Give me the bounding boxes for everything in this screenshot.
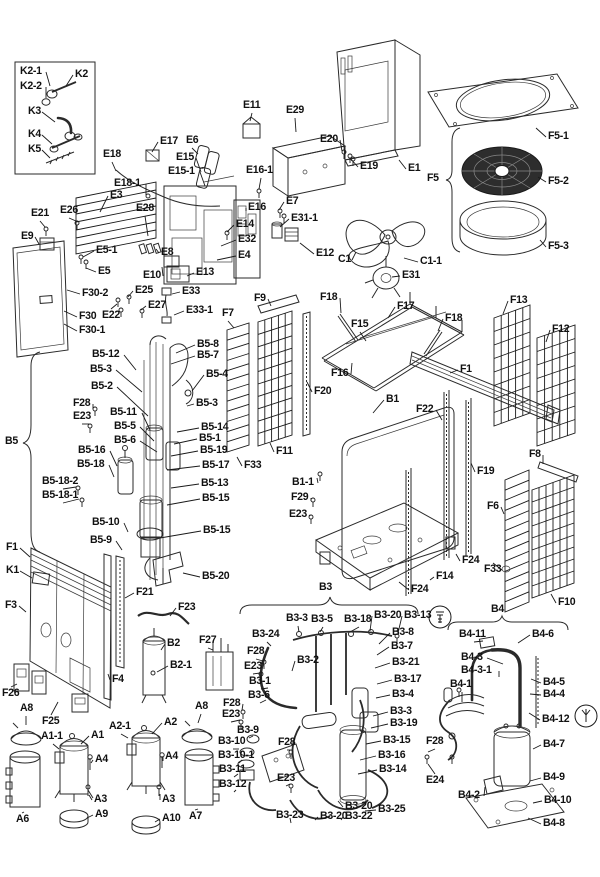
electrical-box-assembly (138, 145, 261, 324)
b3-brace (239, 596, 419, 615)
jacket-ring-a10 (131, 815, 161, 835)
small-screws (43, 149, 462, 793)
sound-jacket-a6 (5, 750, 41, 808)
accumulator-b2 (141, 628, 167, 704)
wire-grille-f13 (493, 304, 531, 427)
trim-strip-f21 (115, 555, 125, 669)
side-panel-f6 (504, 469, 530, 613)
service-door (12, 237, 69, 358)
fan-ring (459, 200, 547, 256)
jacket-ring-a9 (59, 809, 89, 829)
wire-grille-f11 (257, 310, 293, 447)
trim-strip-f20 (302, 311, 311, 437)
compressor-a1 (54, 733, 94, 802)
b5-piping-cluster (117, 335, 194, 587)
wire-grille-f10 (531, 474, 575, 599)
louver-grille (75, 181, 157, 255)
terminal-block (242, 116, 261, 139)
fan-motor (364, 256, 401, 299)
wire-grille-f12 (536, 324, 576, 447)
screw-detail-icon (428, 605, 452, 629)
leader-lines (10, 71, 557, 825)
fan-orifice-panel (427, 73, 579, 128)
casing-box (341, 406, 455, 580)
detail-icons (428, 605, 598, 728)
panel-hole-detail (501, 565, 511, 573)
mounting-plates (13, 663, 89, 713)
fan-guard (461, 146, 543, 196)
vertical-rail-f24 (405, 468, 412, 596)
b3-piping-cluster (237, 629, 393, 820)
base-pan (314, 502, 460, 591)
b4-brace (447, 614, 569, 631)
compressor-a2 (126, 725, 166, 794)
electronic-box-f27 (205, 638, 234, 691)
vertical-rail-f22 (443, 390, 450, 560)
clip-detail-icon (574, 704, 598, 728)
top-frame (321, 292, 465, 392)
trim-strip-f4 (103, 553, 112, 701)
b4-piping-cluster (439, 636, 565, 829)
pipe-kit-box (14, 61, 96, 175)
bottom-panel-f3 (29, 547, 112, 709)
corner-bar-f8 (537, 461, 579, 483)
jacket-cap-a8-right (181, 720, 213, 744)
vertical-rail-f19 (465, 398, 472, 556)
f5-brace (445, 127, 461, 253)
reactor-part (271, 221, 299, 242)
side-grille-f7 (226, 322, 250, 453)
cabinet-panel (336, 39, 421, 167)
compressor-bolts (85, 752, 165, 796)
propeller-fan (345, 219, 426, 268)
front-rail (409, 351, 561, 425)
sound-jacket-a7 (184, 748, 220, 806)
jacket-cap-a8-left (10, 722, 42, 746)
b5-brace (22, 351, 41, 553)
control-box (271, 135, 347, 197)
wire-harness-f23 (137, 611, 190, 625)
grille-top-bar (257, 294, 300, 314)
